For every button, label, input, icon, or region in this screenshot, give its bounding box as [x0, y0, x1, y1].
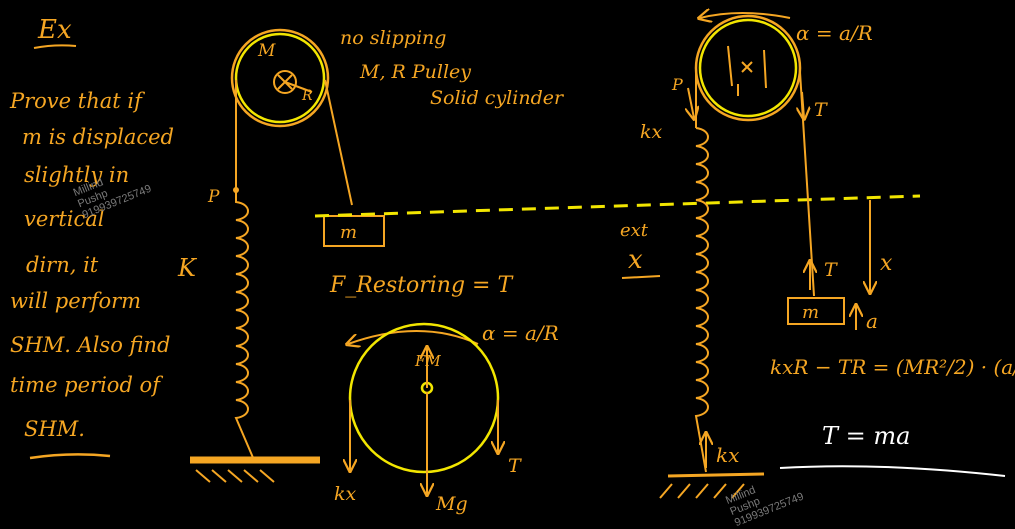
right-pulley-disc: [698, 18, 798, 118]
displacement-label: x: [880, 251, 893, 276]
radius-line: [284, 81, 313, 93]
watermark-right: Millind Pushp 919939725749: [724, 484, 806, 529]
question-underline: [29, 453, 111, 460]
equation-underline: [779, 465, 1006, 477]
right-point-p: P: [671, 75, 683, 94]
left-block-label: m: [340, 222, 357, 243]
newton-equation: T = ma: [822, 422, 910, 450]
fbd-spring-force-label: kx: [334, 483, 357, 505]
question-line-3: slightly in: [24, 163, 129, 187]
right-ground-hatch: [659, 483, 745, 499]
torque-equation: kxR − TR = (MR²/2) · (a/R): [770, 355, 1015, 379]
fbd-alpha: α = a/R: [482, 321, 559, 345]
extension-var: x: [628, 245, 643, 275]
pulley-mass-label: M: [257, 41, 276, 61]
pulley-disc: [234, 32, 326, 124]
equations: kxR − TR = (MR²/2) · (a/R) T = ma: [770, 355, 1015, 477]
extension-underline: [621, 275, 661, 279]
question-line-4: vertical: [24, 207, 104, 231]
note-pulley: M, R Pulley: [359, 61, 471, 83]
left-block: [323, 215, 385, 247]
heading-underline: [33, 44, 77, 49]
question-line-2: m is displaced: [22, 125, 174, 149]
equilibrium-dashed-line: [314, 194, 921, 218]
restoring-equation: F_Restoring = T: [329, 273, 514, 298]
question-line-8: time period of: [10, 373, 163, 397]
note-solid-cylinder: Solid cylinder: [430, 87, 565, 109]
pulley-fbd: F_Restoring = T α = a/R FM Mg kx T: [329, 273, 559, 515]
example-heading: Ex: [37, 15, 72, 45]
spring-constant-label: K: [177, 254, 198, 282]
extension-label: ext: [620, 220, 649, 241]
acceleration-label: a: [866, 309, 878, 333]
right-pulley-marks: [727, 45, 767, 96]
pulley-outer-rope: [230, 28, 330, 128]
question-line-1: Prove that if: [9, 89, 145, 113]
question-line-6: will perform: [10, 289, 141, 313]
right-tension-block: T: [824, 259, 838, 281]
left-spring: [234, 192, 255, 461]
fbd-weight-label: Mg: [435, 493, 468, 515]
fbd-normal-label: FM: [414, 352, 441, 370]
question-line-5: dirn, it: [26, 253, 99, 277]
note-no-slipping: no slipping: [340, 27, 446, 49]
right-rotation-arrow: [700, 13, 791, 18]
question-line-9: SHM.: [24, 417, 85, 441]
right-ground: [667, 472, 765, 478]
left-ground-hatch: [195, 469, 275, 483]
right-tension-top-arrow: [802, 91, 804, 118]
question-block: Ex Prove that if m is displaced slightly…: [9, 15, 174, 460]
right-spring: [694, 127, 709, 473]
right-spring-force-bottom: kx: [716, 443, 739, 467]
pulley-radius-label: R: [301, 88, 313, 104]
right-pulley-rope: [694, 14, 802, 122]
right-system-diagram: α = a/R P kx ext x kx T T x m a: [620, 13, 893, 499]
right-spring-force-top-arrow: [688, 87, 694, 118]
fbd-rotation-arrow: [348, 330, 479, 344]
point-p-label: P: [207, 187, 220, 207]
fbd-pulley-circle: [348, 322, 500, 474]
point-p-dot: [233, 187, 239, 193]
right-rope: [324, 79, 353, 206]
right-tension-top: T: [814, 99, 828, 121]
right-alpha: α = a/R: [796, 21, 873, 45]
right-spring-force-top: kx: [640, 121, 663, 143]
left-system-diagram: M R no slipping M, R Pulley Solid cylind…: [177, 27, 565, 483]
fbd-tension-label: T: [508, 455, 522, 477]
question-line-7: SHM. Also find: [10, 333, 171, 357]
right-block-label: m: [802, 302, 819, 323]
right-block: [787, 297, 845, 325]
pulley-axle: [273, 70, 297, 94]
